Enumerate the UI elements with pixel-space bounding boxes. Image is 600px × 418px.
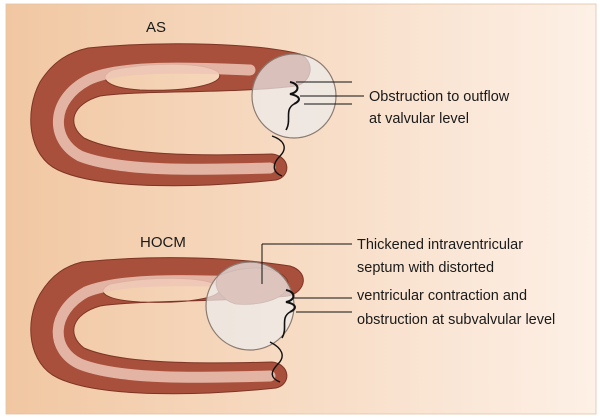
as-note-line-2: at valvular level: [369, 111, 469, 127]
hocm-heading: HOCM: [140, 234, 186, 251]
hocm-magnifier-circle: [206, 262, 294, 350]
hocm-note-line-3: ventricular contraction and: [357, 288, 527, 304]
as-note-line-1: Obstruction to outflow: [369, 89, 510, 105]
hocm-note-line-1: Thickened intraventricular: [357, 237, 523, 253]
hocm-note-line-4: obstruction at subvalvular level: [357, 312, 555, 328]
hocm-note-line-2: septum with distorted: [357, 260, 494, 276]
as-heading: AS: [146, 19, 166, 36]
